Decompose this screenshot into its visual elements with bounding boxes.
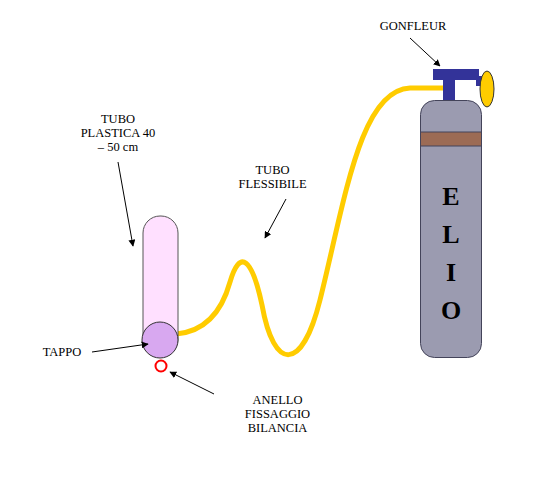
- scale-ring: [156, 361, 167, 372]
- cylinder-body: [421, 101, 482, 358]
- part-label: TUBO PLASTICA 40 – 50 cm: [78, 112, 158, 154]
- valve-knob: [480, 71, 494, 107]
- cap: [142, 322, 178, 358]
- gas-name: E L I O: [440, 178, 462, 330]
- leader-arrow: [265, 199, 286, 238]
- flexible-hose: [176, 88, 445, 355]
- part-label: TUBO FLESSIBILE: [230, 163, 315, 191]
- leader-arrow: [410, 38, 440, 66]
- valve-bar: [433, 69, 479, 80]
- leader-arrow: [92, 344, 148, 352]
- part-label: GONFLEUR: [363, 19, 463, 33]
- cylinder-band: [421, 132, 482, 146]
- leader-arrow: [170, 372, 214, 394]
- part-label: TAPPO: [32, 345, 92, 359]
- valve-stem: [443, 78, 455, 102]
- leader-arrow: [118, 162, 133, 246]
- part-label: ANELLO FISSAGGIO BILANCIA: [235, 393, 320, 435]
- gas-cylinder: E L I O: [420, 100, 482, 358]
